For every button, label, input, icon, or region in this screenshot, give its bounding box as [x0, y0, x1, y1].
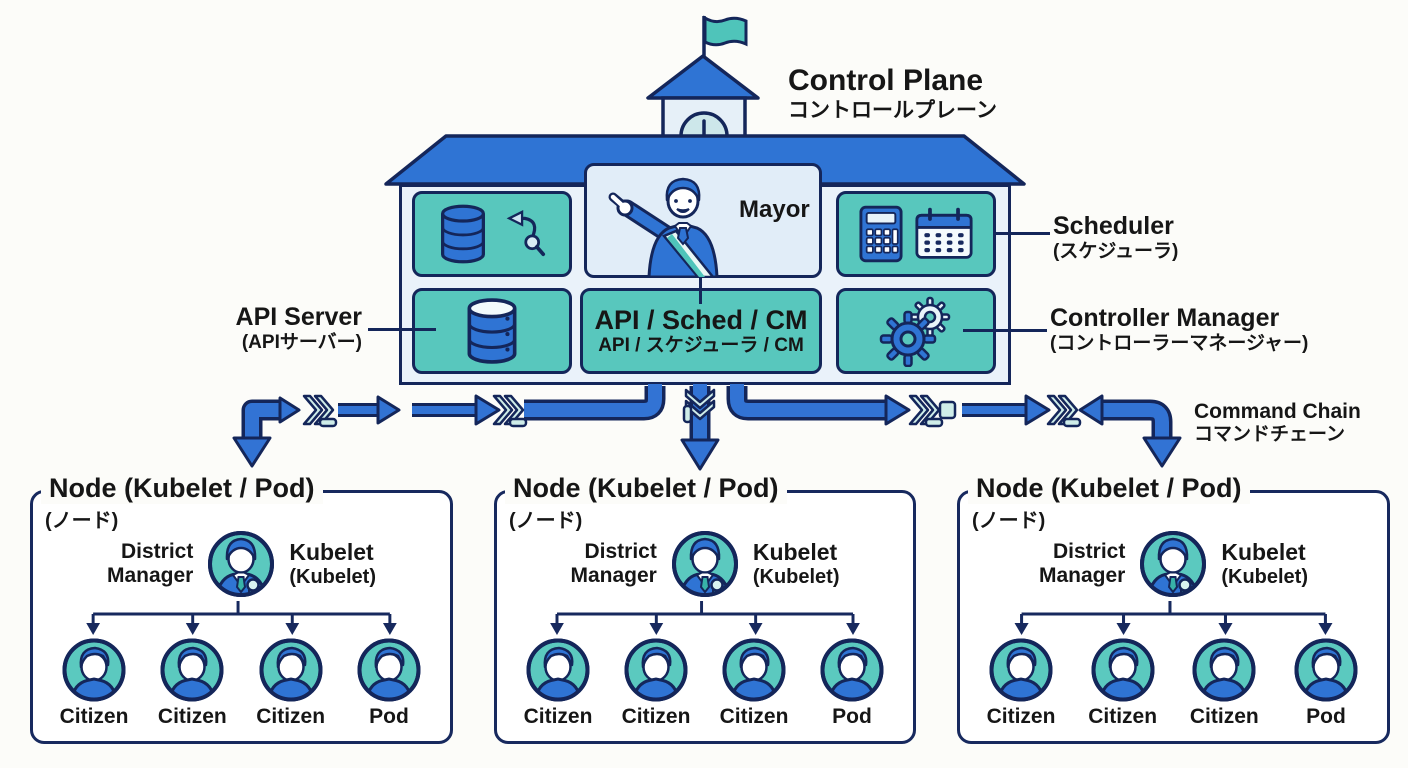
pod-avatar: [819, 637, 885, 703]
node-title: Node (Kubelet / Pod): [968, 473, 1250, 504]
api-cell-line1: API / Sched / CM: [594, 305, 808, 336]
calendar-icon: [915, 207, 973, 259]
database-icon: [467, 298, 517, 364]
node-title: Node (Kubelet / Pod): [41, 473, 323, 504]
control-plane-title: Control Plane コントロールプレーン: [788, 64, 997, 123]
command-chain-label: Command Chain コマンドチェーン: [1194, 400, 1361, 446]
citizen-avatar: [61, 637, 127, 703]
gears-icon: [879, 296, 951, 367]
mayor-figure: [608, 177, 719, 277]
node-box: Node (Kubelet / Pod) (ノード) District Mana…: [494, 473, 916, 744]
node-tree-connector: [1014, 601, 1333, 635]
mayor-api-connector: [699, 278, 702, 304]
member-citizen: Citizen: [973, 637, 1069, 729]
tower-roof: [646, 54, 760, 100]
district-manager-avatar: [670, 529, 740, 599]
api-server-connector: [368, 328, 436, 331]
kubelet-label: Kubelet (Kubelet): [1221, 538, 1309, 588]
member-pod: Pod: [341, 637, 437, 729]
database-icon: [441, 204, 485, 264]
district-manager-row: District Manager Kubelet (Kubelet): [497, 529, 913, 599]
node-box: Node (Kubelet / Pod) (ノード) District Mana…: [957, 473, 1390, 744]
kubelet-label: Kubelet (Kubelet): [752, 538, 840, 588]
district-manager-row: District Manager Kubelet (Kubelet): [960, 529, 1387, 599]
node-box: Node (Kubelet / Pod) (ノード) District Mana…: [30, 473, 453, 744]
node-tree-connector: [550, 601, 860, 635]
sync-arrow-icon: [506, 210, 546, 257]
member-pod: Pod: [804, 637, 900, 729]
api-server-label: API Server (APIサーバー): [235, 303, 362, 353]
node-title-ja: (ノード): [972, 510, 1046, 532]
controller-manager-label: Controller Manager (コントローラーマネージャー): [1050, 304, 1309, 354]
command-chain-arrows: [232, 384, 1182, 471]
member-citizen: Citizen: [510, 637, 606, 729]
citizen-avatar: [623, 637, 689, 703]
member-citizen: Citizen: [1075, 637, 1171, 729]
citizen-avatar: [1191, 637, 1257, 703]
api-cell-line2: API / スケジューラ / CM: [598, 335, 804, 357]
members-row: Citizen Citizen Citizen Pod: [46, 637, 437, 729]
mayor-label: Mayor: [739, 196, 810, 223]
api-sched-cm-cell: API / Sched / CM API / スケジューラ / CM: [580, 288, 822, 374]
members-row: Citizen Citizen Citizen Pod: [510, 637, 900, 729]
citizen-avatar: [258, 637, 324, 703]
pod-avatar: [1293, 637, 1359, 703]
node-title: Node (Kubelet / Pod): [505, 473, 787, 504]
district-manager-row: District Manager Kubelet (Kubelet): [33, 529, 450, 599]
scheduler-label: Scheduler (スケジューラ): [1053, 212, 1179, 262]
controller-manager-connector: [963, 329, 1047, 332]
citizen-avatar: [988, 637, 1054, 703]
member-pod: Pod: [1278, 637, 1374, 729]
citizen-avatar: [721, 637, 787, 703]
district-manager-label: District Manager: [570, 539, 657, 587]
api-server-cell: [412, 288, 572, 374]
etcd-cell: [412, 191, 572, 277]
calculator-icon: [859, 205, 903, 263]
node-title-ja: (ノード): [509, 510, 583, 532]
scheduler-cell: [836, 191, 996, 277]
member-citizen: Citizen: [608, 637, 704, 729]
members-row: Citizen Citizen Citizen Pod: [973, 637, 1374, 729]
member-citizen: Citizen: [243, 637, 339, 729]
member-citizen: Citizen: [706, 637, 802, 729]
mayor-cell: Mayor: [584, 163, 822, 278]
kubelet-label: Kubelet (Kubelet): [289, 538, 377, 588]
district-manager-avatar: [1138, 529, 1208, 599]
district-manager-label: District Manager: [106, 539, 194, 587]
member-citizen: Citizen: [144, 637, 240, 729]
citizen-avatar: [525, 637, 591, 703]
scheduler-connector: [996, 232, 1050, 235]
big-gear: [879, 310, 937, 367]
flag-icon: [703, 15, 748, 47]
member-citizen: Citizen: [46, 637, 142, 729]
citizen-avatar: [1090, 637, 1156, 703]
node-title-ja: (ノード): [45, 510, 119, 532]
control-plane-title-ja: コントロールプレーン: [788, 98, 997, 122]
district-manager-label: District Manager: [1038, 539, 1126, 587]
pod-avatar: [356, 637, 422, 703]
node-tree-connector: [86, 601, 397, 635]
member-citizen: Citizen: [1176, 637, 1272, 729]
citizen-avatar: [159, 637, 225, 703]
district-manager-avatar: [206, 529, 276, 599]
controller-manager-cell: [836, 288, 996, 374]
control-plane-title-en: Control Plane: [788, 64, 984, 97]
